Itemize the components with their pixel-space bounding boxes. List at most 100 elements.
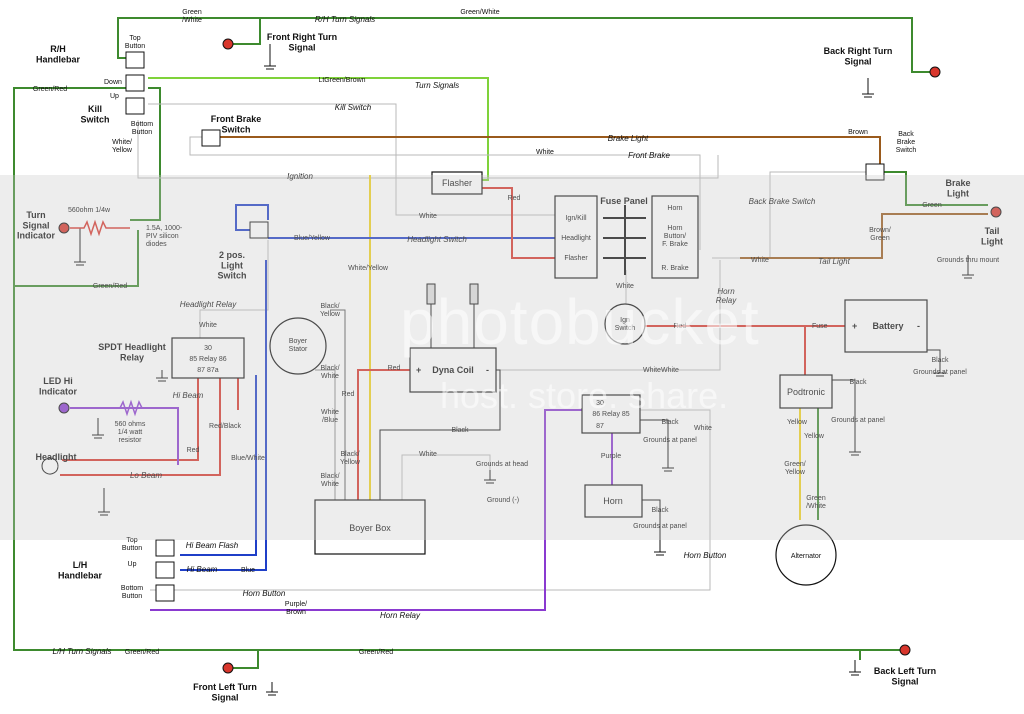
battery-plus: + bbox=[852, 321, 857, 331]
relay-hl-30: 30 bbox=[204, 345, 212, 352]
wire-stator-black-yellow bbox=[330, 309, 346, 500]
headlight-relay-box bbox=[171, 337, 245, 379]
lh-switch-block bbox=[155, 539, 175, 602]
wl-red-ign: Red bbox=[674, 323, 687, 330]
horn-relay-bot: 87 bbox=[596, 423, 604, 430]
wire-back-brake bbox=[884, 171, 988, 206]
fuse-panel-left bbox=[554, 195, 598, 279]
sig-hi-beam-lh: Hi Beam bbox=[187, 565, 218, 574]
podtronic-box bbox=[779, 374, 833, 409]
front-right-turn-lamp bbox=[222, 38, 234, 50]
wire-horn-relay-purple bbox=[150, 409, 582, 611]
sig-rh-turn: R/H Turn Signals bbox=[315, 15, 375, 24]
wire-hi-beam bbox=[62, 375, 199, 461]
wire-flasher-red bbox=[482, 187, 555, 259]
wire-boyer-red bbox=[357, 369, 410, 500]
wl-purple: Purple bbox=[601, 453, 621, 460]
spark-plugs bbox=[426, 283, 479, 348]
wl-grounds-thru-mount: Grounds thru mount bbox=[937, 257, 999, 264]
back-brake-switch bbox=[865, 163, 885, 181]
sig-back-brake: Back Brake Switch bbox=[749, 197, 816, 206]
wl-black-relay: Black bbox=[661, 419, 679, 426]
wire-pod-black bbox=[830, 379, 856, 445]
coil-plus: + bbox=[416, 365, 421, 375]
boyer-box-label: Boyer Box bbox=[349, 523, 391, 533]
wire-hl-relay-white bbox=[199, 240, 269, 340]
rh-switch-block bbox=[125, 51, 145, 115]
wl-red-hl: Red bbox=[187, 447, 200, 454]
headlight-fuse-label: Headlight bbox=[561, 235, 591, 242]
wl-white-front-brake: White bbox=[536, 149, 554, 156]
wl-white-flasher: White bbox=[419, 213, 437, 220]
wire-front-brake bbox=[189, 136, 701, 250]
wire-light-switch-top bbox=[235, 204, 269, 231]
wl-yellow-2: Yellow bbox=[804, 433, 825, 440]
sig-front-brake: Front Brake bbox=[628, 151, 670, 160]
sig-kill: Kill Switch bbox=[335, 103, 372, 112]
wl-red-flasher: Red bbox=[508, 195, 521, 202]
wl-green-brake: Green bbox=[922, 202, 942, 209]
wl-black-batt: Black bbox=[931, 357, 949, 364]
wire-green-red-indicator bbox=[14, 230, 139, 287]
ign-kill-label: Ign/Kill bbox=[565, 215, 586, 222]
wl-red-coil: Red bbox=[388, 365, 401, 372]
alternator bbox=[775, 524, 837, 586]
battery-label: Battery bbox=[872, 321, 903, 331]
wl-grounds-panel-pod: Grounds at panel bbox=[831, 417, 885, 424]
wl-black-yellow-2: Black/Yellow bbox=[340, 451, 361, 466]
boyer-stator bbox=[269, 317, 327, 375]
sig-brake-light: Brake Light bbox=[608, 134, 649, 143]
wire-green-ind-top bbox=[130, 87, 161, 221]
wl-brown-green: Brown/Green bbox=[869, 227, 891, 242]
sig-hi-beam-flash: Hi Beam Flash bbox=[186, 541, 239, 550]
front-left-turn-lamp bbox=[222, 662, 234, 674]
sig-horn-button: Horn Button bbox=[684, 551, 727, 560]
front-brake-switch bbox=[201, 129, 221, 147]
battery-box bbox=[844, 299, 928, 353]
sig-headlight-switch: Headlight Switch bbox=[407, 235, 467, 244]
led-resistor bbox=[119, 399, 143, 417]
relay-hl-mid: 85 Relay 86 bbox=[189, 356, 226, 363]
fuse-panel-right bbox=[651, 195, 699, 279]
wl-grounds-panel-batt: Grounds at panel bbox=[913, 369, 967, 376]
wl-black-white: Black/White bbox=[320, 365, 339, 380]
headlight-lamp-label: Headlight bbox=[35, 452, 76, 462]
wl-black-yellow: Black/Yellow bbox=[320, 303, 341, 318]
horn-box bbox=[584, 484, 643, 518]
up-label: Up bbox=[110, 93, 119, 100]
wire-coil-white bbox=[401, 454, 491, 500]
ign-switch bbox=[604, 303, 646, 345]
wire-blue-white bbox=[180, 375, 257, 556]
led-hi-lamp bbox=[58, 402, 70, 414]
horn-label: Horn bbox=[603, 496, 623, 506]
wl-green-red-left: Green/Red bbox=[33, 86, 67, 93]
wire-coil-black bbox=[379, 369, 501, 500]
wl-yellow-1: Yellow bbox=[787, 419, 808, 426]
sig-turn: Turn Signals bbox=[415, 81, 459, 90]
wl-white-hr: White bbox=[661, 367, 679, 374]
wl-blue: Blue bbox=[241, 567, 255, 574]
wl-green-white-right: Green/White bbox=[460, 9, 499, 16]
fuse-arrows bbox=[603, 205, 646, 275]
dyna-coil-label: Dyna Coil bbox=[432, 365, 474, 375]
flasher-box bbox=[431, 171, 483, 195]
indicator-resistor bbox=[70, 219, 130, 237]
resistor-560-label: 560ohm 1/4w bbox=[68, 207, 111, 214]
wl-blue-yellow: Blue/Yellow bbox=[294, 235, 331, 242]
wl-green-red-bottom: Green/Red bbox=[125, 649, 159, 656]
fuse-panel-label: Fuse Panel bbox=[600, 196, 648, 206]
wire-front-right-turn bbox=[230, 18, 261, 45]
wl-brown: Brown bbox=[848, 129, 868, 136]
wl-black-horn: Black bbox=[651, 507, 669, 514]
